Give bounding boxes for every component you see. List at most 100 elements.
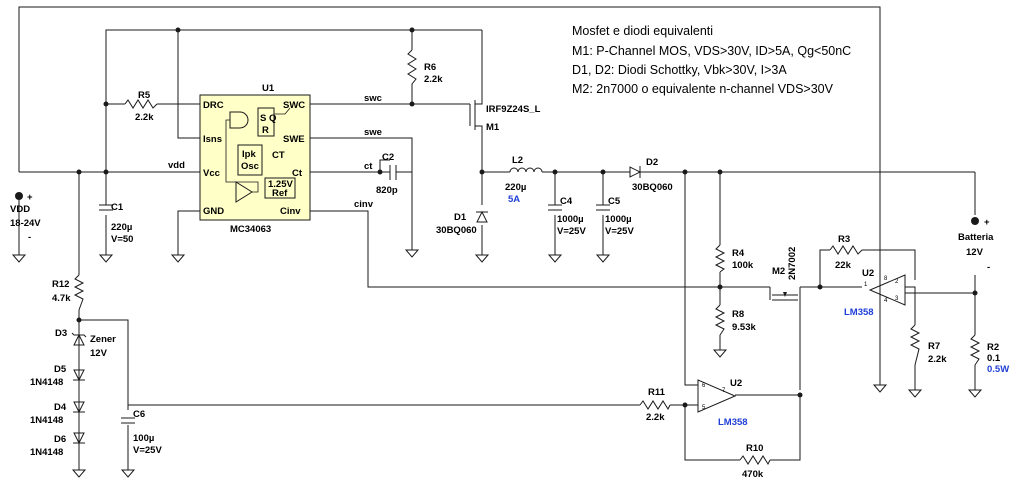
r12-zigzag <box>73 274 85 311</box>
wire-u2b-plus-feed <box>684 172 698 386</box>
r6-zigzag <box>407 49 417 90</box>
junction <box>479 169 485 175</box>
pin-gnd: GND <box>203 206 224 217</box>
u2a-value: LM358 <box>844 307 874 318</box>
m1-drain-lead <box>475 125 483 130</box>
r5-value: 2.2k <box>135 112 154 123</box>
capacitor-c1[interactable]: C1 220µ V=50 <box>99 202 133 245</box>
ic-u1-and-gate <box>229 111 249 129</box>
u2b-pin-6: 6 <box>702 383 706 389</box>
capacitor-c4[interactable]: C4 1000µ V=25V <box>548 196 586 237</box>
r3-zigzag <box>829 245 863 255</box>
wire-r10-left <box>684 405 740 461</box>
ground-icon <box>98 254 114 263</box>
resistor-r2[interactable]: R2 0.1 0.5W <box>969 334 1009 375</box>
pin-cinv: Cinv <box>280 206 301 217</box>
u2a-pin-4: 4 <box>884 298 888 304</box>
junction <box>409 101 415 107</box>
r5-zigzag <box>124 99 158 109</box>
resistor-r8[interactable]: R8 9.53k <box>714 304 756 336</box>
d6-value: 1N4148 <box>30 447 63 458</box>
d5-triangle <box>73 369 85 382</box>
wire-c6-top-branch <box>79 319 129 410</box>
ground-icon <box>404 249 420 258</box>
opamp-u2a[interactable]: U2 LM358 1 2 3 4 8 <box>844 268 906 318</box>
notes-title: Mosfet e diodi equivalenti <box>572 24 713 38</box>
ic-u1-ref-box <box>264 177 296 199</box>
net-ct: ct <box>364 161 373 172</box>
notes-line-2: D1, D2: Diodi Schottky, Vbk>30V, I>3A <box>572 63 787 77</box>
diode-d4[interactable]: D4 1N4148 <box>30 401 85 426</box>
resistor-r3[interactable]: R3 22k <box>829 234 863 271</box>
c1-value: 220µ <box>111 222 132 233</box>
wire-cinv <box>310 210 770 288</box>
r7-value: 2.2k <box>928 354 947 365</box>
junction <box>103 169 109 175</box>
resistor-r10[interactable]: R10 470k <box>739 443 771 480</box>
c2-value: 820p <box>376 185 398 196</box>
junction <box>797 392 803 398</box>
ground-icon <box>170 254 186 263</box>
diode-d6[interactable]: D6 1N4148 <box>30 432 85 458</box>
resistor-r11[interactable]: R11 2.2k <box>639 387 671 423</box>
diode-d3-zener[interactable]: D3 Zener 12V <box>55 328 116 359</box>
junction <box>817 284 823 290</box>
resistor-r4[interactable]: R4 100k <box>714 244 754 273</box>
wire-isns <box>177 30 200 139</box>
r2-zigzag <box>969 334 981 366</box>
c1-ref: C1 <box>111 202 124 213</box>
capacitor-c2[interactable]: C2 820p <box>376 152 412 196</box>
capacitor-c5[interactable]: C5 1000µ V=25V <box>596 196 634 237</box>
ic-u1-internal-wire <box>225 119 259 193</box>
resistor-r7[interactable]: R7 2.2k <box>909 324 947 366</box>
r10-value: 470k <box>742 469 764 480</box>
r4-zigzag <box>714 244 726 273</box>
ic-u1[interactable]: U1 MC34063 DRC SWC Isns SWE Vcc Ct GND C… <box>199 83 311 235</box>
ground-icon <box>595 254 611 263</box>
ground-icon <box>474 254 490 263</box>
r3-ref: R3 <box>838 234 850 245</box>
net-vdd: vdd <box>168 160 185 171</box>
batt-minus: - <box>987 262 990 273</box>
junction <box>717 169 723 175</box>
m1-ref: M1 <box>486 122 500 133</box>
junction <box>717 284 723 290</box>
ic-u1-body <box>199 94 311 221</box>
inductor-l2[interactable]: L2 220µ 5A <box>505 155 543 205</box>
l2-current: 5A <box>508 194 520 205</box>
wire-u2a-minus <box>905 286 916 325</box>
opamp-u2b[interactable]: U2 LM358 6 5 7 <box>697 378 748 428</box>
resistor-r6[interactable]: R6 2.2k <box>407 49 443 90</box>
u2b-triangle <box>697 379 737 413</box>
ic-u1-part: MC34063 <box>230 224 271 235</box>
junction <box>76 169 82 175</box>
junction <box>103 101 109 107</box>
ic-u1-latch <box>257 107 275 137</box>
diode-d1[interactable]: D1 30BQ060 <box>436 210 488 236</box>
ic-u1-r: R <box>262 125 269 136</box>
source-battery[interactable]: + Batteria 12V - <box>958 217 994 273</box>
diode-d5[interactable]: D5 1N4148 <box>30 364 85 388</box>
r7-zigzag <box>909 324 921 366</box>
r7-ref: R7 <box>928 341 940 352</box>
mosfet-m1[interactable]: IRF9Z24S_L M1 <box>469 100 541 133</box>
r11-ref: R11 <box>648 387 666 398</box>
ground-icon <box>11 254 27 263</box>
source-vdd[interactable]: + VDD 18-24V - <box>10 192 41 243</box>
mosfet-m2[interactable]: M2 2N7002 <box>769 247 798 301</box>
wire-ct-c2 <box>379 159 390 172</box>
diode-d2[interactable]: D2 30BQ060 <box>629 157 673 193</box>
capacitor-c6[interactable]: C6 100µ V=25V <box>121 409 162 456</box>
r6-value: 2.2k <box>424 74 443 85</box>
d5-ref: D5 <box>54 364 67 375</box>
junction <box>682 402 688 408</box>
pin-isns: Isns <box>203 134 222 145</box>
resistor-r12[interactable]: R12 4.7k <box>52 274 85 311</box>
ic-u1-transistor <box>274 107 291 115</box>
pin-drc: DRC <box>203 100 224 111</box>
resistor-r5[interactable]: R5 2.2k <box>124 90 158 123</box>
vdd-name: VDD <box>10 204 30 215</box>
d2-value: 30BQ060 <box>632 182 673 193</box>
r10-ref: R10 <box>746 443 763 454</box>
